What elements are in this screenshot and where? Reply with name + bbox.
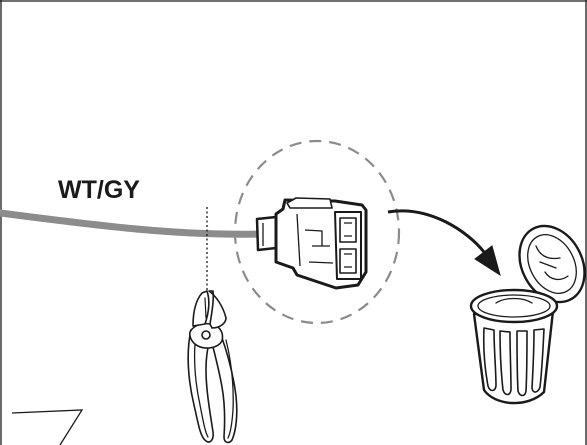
connector-icon: [255, 197, 368, 290]
corner-fragment: [11, 409, 84, 445]
discard-arrow: [387, 209, 501, 277]
wire-label: WT/GY: [58, 176, 140, 204]
wire: [0, 209, 263, 238]
diagonal-cutter-pliers-icon: [187, 290, 238, 444]
highlight-circle: [233, 139, 401, 325]
trash-can-icon: [469, 224, 586, 405]
